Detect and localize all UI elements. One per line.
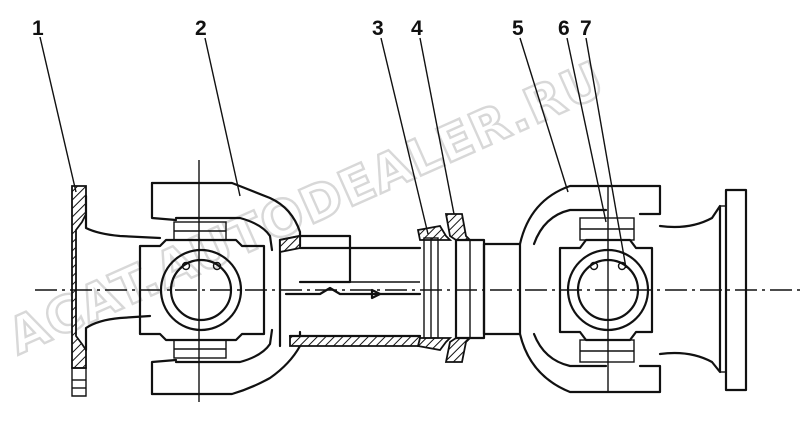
slip-yoke <box>278 234 422 348</box>
callout-3: 3 <box>372 17 384 40</box>
dust-seal <box>416 213 486 363</box>
callout-4: 4 <box>411 17 423 40</box>
callout-7: 7 <box>580 17 592 40</box>
left-universal-joint <box>138 160 302 402</box>
leader-lines <box>39 36 627 269</box>
callout-5: 5 <box>512 17 524 40</box>
right-universal-joint <box>482 184 662 394</box>
callout-2: 2 <box>195 17 207 40</box>
callout-6: 6 <box>558 17 570 40</box>
left-flange <box>71 185 162 397</box>
callout-1: 1 <box>32 17 44 40</box>
